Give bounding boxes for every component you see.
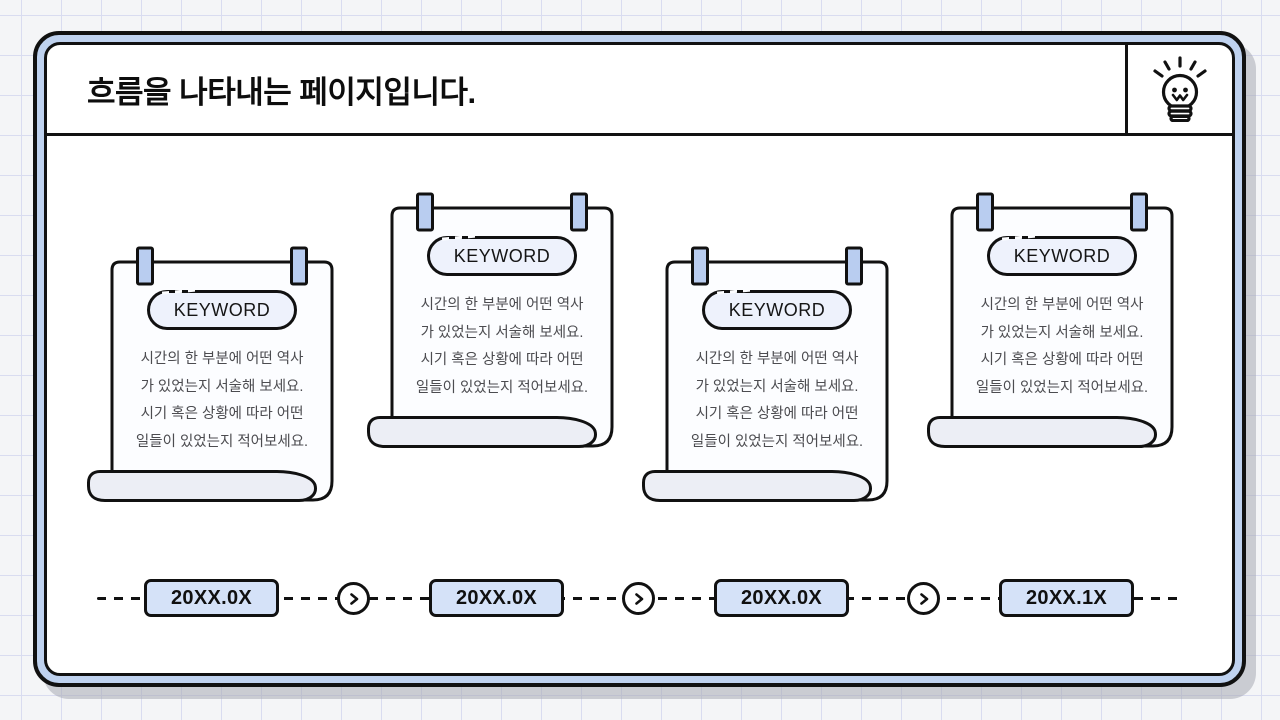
body-line: 시간의 한 부분에 어떤 역사 bbox=[695, 351, 859, 367]
keyword-label: KEYWORD bbox=[1013, 245, 1111, 266]
chevron-right-icon bbox=[349, 592, 358, 605]
tape-clip-left bbox=[691, 246, 709, 286]
tape-clip-right bbox=[1130, 192, 1148, 232]
bulb-base bbox=[1169, 114, 1191, 122]
tape-clip-left bbox=[416, 192, 434, 232]
tape-clip-left bbox=[136, 246, 154, 286]
body-line: 시기 혹은 상황에 따라 어떤 bbox=[140, 406, 304, 422]
timeline-date-box-3: 20XX.0X bbox=[714, 579, 849, 617]
body-line: 시기 혹은 상황에 따라 어떤 bbox=[980, 352, 1144, 368]
timeline-separator-3 bbox=[907, 582, 940, 615]
body-line: 가 있었는지 서술해 보세요. bbox=[980, 324, 1144, 341]
note-card-1: KEYWORD 시간의 한 부분에 어떤 역사 가 있었는지 서술해 보세요. … bbox=[84, 240, 334, 506]
page-curl bbox=[927, 416, 1157, 448]
note-body-text: 시간의 한 부분에 어떤 역사 가 있었는지 서술해 보세요. 시기 혹은 상황… bbox=[392, 292, 612, 402]
timeline-date-box-4: 20XX.1X bbox=[999, 579, 1134, 617]
keyword-pill: KEYWORD bbox=[147, 290, 297, 330]
body-line: 시기 혹은 상황에 따라 어떤 bbox=[420, 352, 584, 368]
timeline-date: 20XX.0X bbox=[170, 586, 253, 609]
page-curl bbox=[367, 416, 597, 448]
tape-clip-right bbox=[845, 246, 863, 286]
timeline-date: 20XX.0X bbox=[740, 586, 823, 609]
timeline-date-box-2: 20XX.0X bbox=[429, 579, 564, 617]
note-card-3: KEYWORD 시간의 한 부분에 어떤 역사 가 있었는지 서술해 보세요. … bbox=[639, 240, 889, 506]
note-body-text: 시간의 한 부분에 어떤 역사 가 있었는지 서술해 보세요. 시기 혹은 상황… bbox=[952, 292, 1172, 402]
slide-inner-card: 흐름을 나타내는 페이지입니다. bbox=[44, 42, 1235, 676]
body-line: 가 있었는지 서술해 보세요. bbox=[420, 324, 584, 341]
body-line: 가 있었는지 서술해 보세요. bbox=[695, 378, 859, 395]
page-curl bbox=[87, 470, 317, 502]
body-line: 가 있었는지 서술해 보세요. bbox=[140, 378, 304, 395]
timeline-date: 20XX.0X bbox=[455, 586, 538, 609]
body-line: 일들이 있었는지 적어보세요. bbox=[975, 379, 1149, 396]
bulb-filament-dot bbox=[1183, 87, 1188, 93]
slide-frame: 흐름을 나타내는 페이지입니다. bbox=[33, 31, 1246, 687]
timeline-date-box-1: 20XX.0X bbox=[144, 579, 279, 617]
lightbulb-box bbox=[1125, 45, 1232, 133]
bulb-filament-dot bbox=[1172, 87, 1177, 93]
note-card-2: KEYWORD 시간의 한 부분에 어떤 역사 가 있었는지 서술해 보세요. … bbox=[364, 186, 614, 452]
timeline-date: 20XX.1X bbox=[1025, 586, 1108, 609]
page-title: 흐름을 나타내는 페이지입니다. bbox=[87, 74, 476, 110]
bulb-ray bbox=[1163, 60, 1171, 71]
bulb-glass bbox=[1161, 73, 1199, 111]
body-line: 일들이 있었는지 적어보세요. bbox=[135, 433, 309, 450]
slide-body: KEYWORD 시간의 한 부분에 어떤 역사 가 있었는지 서술해 보세요. … bbox=[47, 136, 1232, 673]
page-curl bbox=[642, 470, 872, 502]
note-body-text: 시간의 한 부분에 어떤 역사 가 있었는지 서술해 보세요. 시기 혹은 상황… bbox=[667, 346, 887, 456]
keyword-label: KEYWORD bbox=[453, 245, 551, 266]
keyword-pill: KEYWORD bbox=[987, 236, 1137, 276]
body-line: 시간의 한 부분에 어떤 역사 bbox=[140, 351, 304, 367]
note-card-4: KEYWORD 시간의 한 부분에 어떤 역사 가 있었는지 서술해 보세요. … bbox=[924, 186, 1174, 452]
bulb-ray bbox=[1196, 69, 1207, 78]
lightbulb-icon bbox=[1153, 56, 1207, 122]
keyword-pill: KEYWORD bbox=[702, 290, 852, 330]
tape-clip-right bbox=[570, 192, 588, 232]
body-line: 시간의 한 부분에 어떤 역사 bbox=[420, 297, 584, 313]
tape-clip-right bbox=[290, 246, 308, 286]
timeline-separator-2 bbox=[622, 582, 655, 615]
body-line: 시기 혹은 상황에 따라 어떤 bbox=[695, 406, 859, 422]
body-line: 시간의 한 부분에 어떤 역사 bbox=[980, 297, 1144, 313]
header: 흐름을 나타내는 페이지입니다. bbox=[47, 45, 1232, 136]
body-line: 일들이 있었는지 적어보세요. bbox=[415, 379, 589, 396]
timeline-separator-1 bbox=[337, 582, 370, 615]
body-line: 일들이 있었는지 적어보세요. bbox=[690, 433, 864, 450]
bulb-ray bbox=[1189, 60, 1197, 71]
bulb-filament bbox=[1171, 93, 1189, 102]
keyword-pill: KEYWORD bbox=[427, 236, 577, 276]
keyword-label: KEYWORD bbox=[728, 299, 826, 320]
keyword-label: KEYWORD bbox=[173, 299, 271, 320]
note-body-text: 시간의 한 부분에 어떤 역사 가 있었는지 서술해 보세요. 시기 혹은 상황… bbox=[112, 346, 332, 456]
bulb-ray bbox=[1153, 69, 1164, 78]
chevron-right-icon bbox=[919, 592, 928, 605]
tape-clip-left bbox=[976, 192, 994, 232]
chevron-right-icon bbox=[634, 592, 643, 605]
